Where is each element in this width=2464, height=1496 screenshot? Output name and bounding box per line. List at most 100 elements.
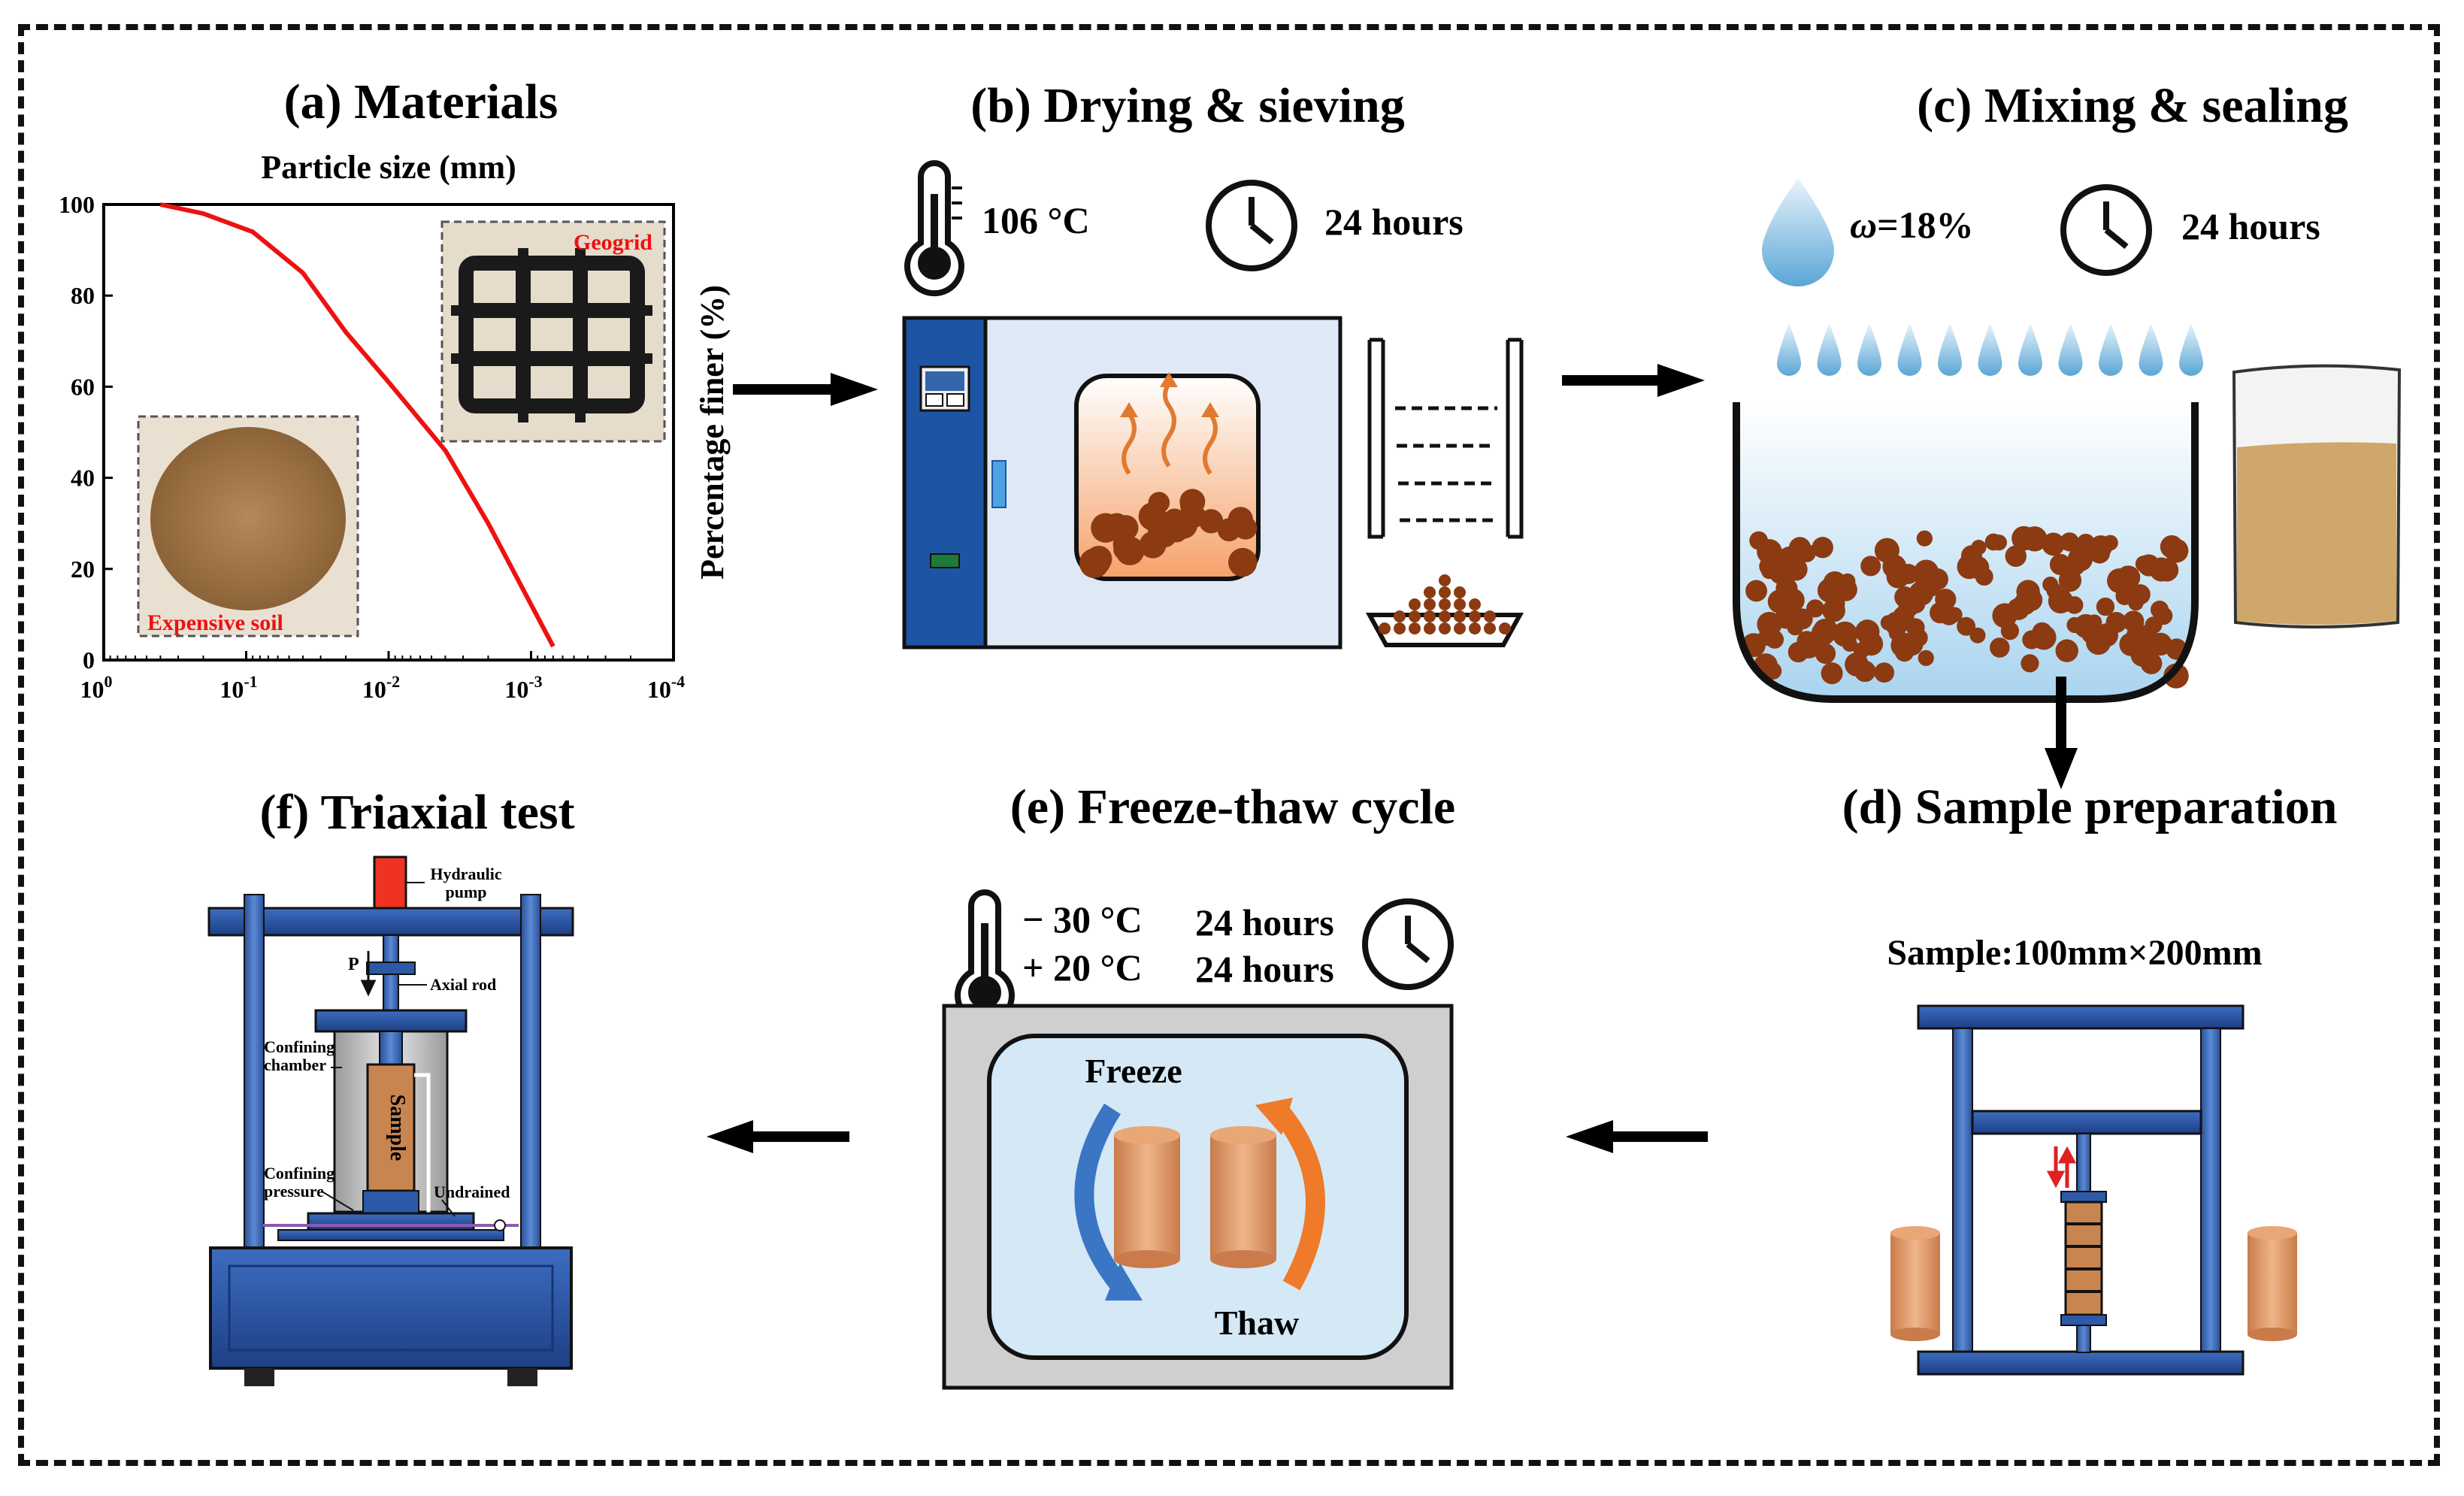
sample-size: Sample:100mm×200mm	[1887, 933, 2262, 973]
soil-particle	[2163, 663, 2189, 689]
load-label: P	[348, 955, 359, 974]
soil-photo: Expensive soil	[137, 415, 359, 637]
water-drop-icon	[1857, 323, 1881, 376]
soil-particle	[1439, 610, 1451, 622]
sample-cylinder-freeze	[1114, 1126, 1180, 1268]
soil-particle	[1969, 627, 1986, 644]
panel-title-f: (f) Triaxial test	[259, 785, 574, 840]
soil-particle	[2066, 616, 2083, 634]
soil-particle	[1469, 622, 1481, 634]
water-drop-icon	[1897, 323, 1922, 376]
x-tick-label: 10-2	[362, 672, 400, 703]
soil-particle	[1454, 586, 1466, 598]
soil-particle	[1749, 531, 1769, 550]
water-drop-icon	[1777, 323, 1801, 376]
soil-particle	[2049, 553, 2072, 576]
soil-particle	[2005, 545, 2027, 568]
panel-title-a: (a) Materials	[284, 74, 558, 129]
water-drop-icon	[2099, 323, 2123, 376]
y-tick-label: 0	[83, 647, 95, 674]
water-drop-icon	[2139, 323, 2163, 376]
soil-particle	[1087, 550, 1111, 574]
soil-particle	[1409, 610, 1421, 622]
geogrid-photo: Geogrid	[440, 220, 666, 443]
sample-cylinder-thaw	[1210, 1126, 1276, 1268]
y-tick-label: 20	[71, 556, 95, 583]
soil-particle	[1916, 530, 1933, 547]
soil-particle	[2160, 535, 2184, 559]
soil-particle	[1180, 494, 1203, 518]
soil-particle	[1859, 631, 1884, 656]
soil-particle	[1984, 533, 2002, 551]
soil-particle	[1775, 607, 1797, 629]
soil-particle	[1893, 606, 1915, 628]
soil-particle	[1424, 610, 1436, 622]
clock-icon	[2060, 184, 2152, 276]
soil-particle	[1833, 577, 1857, 601]
freeze-arrow-icon	[1074, 1103, 1143, 1301]
water-drop-icon	[1817, 323, 1842, 376]
soil-particle	[2123, 610, 2145, 632]
soil-particle	[1484, 610, 1496, 622]
soil-particle	[1409, 598, 1421, 610]
flow-arrow-b-c	[1562, 364, 1705, 397]
soil-particle	[2016, 580, 2040, 604]
sample-cylinder-left	[1890, 1226, 1940, 1341]
soil-particle	[1957, 616, 1976, 636]
geogrid-icon	[459, 256, 645, 413]
soil-particle	[1854, 660, 1876, 683]
soil-pile-icon	[150, 427, 346, 610]
soil-particle	[1115, 536, 1145, 565]
soil-particle	[1469, 610, 1481, 622]
thermometer-icon	[955, 889, 1015, 1026]
sample-label: Sample	[386, 1095, 409, 1161]
soil-particle	[1939, 605, 1959, 625]
chart-title: Particle size (mm)	[261, 149, 516, 186]
thaw-arrow-icon	[1255, 1098, 1325, 1291]
flow-arrow-c-d	[2045, 677, 2078, 789]
soil-particle	[2130, 584, 2151, 605]
soil-particle	[1439, 574, 1451, 586]
y-axis-label: Percentage finer (%)	[694, 285, 731, 580]
soil-particle	[1888, 625, 1906, 641]
soil-particle	[1812, 537, 1833, 559]
soil-particle	[2060, 532, 2079, 552]
moisture-content: ω=18%	[1850, 204, 1974, 246]
soil-particle	[2032, 622, 2053, 643]
soil-particle	[2007, 598, 2030, 620]
soil-particle	[1379, 622, 1391, 634]
panel-title-b: (b) Drying & sieving	[970, 78, 1405, 133]
load-arrows-icon	[2046, 1146, 2077, 1189]
y-tick-label: 80	[71, 282, 95, 309]
moisture-value: =18%	[1877, 204, 1974, 246]
oven-icon	[902, 316, 1342, 650]
gradation-chart: Particle size (mm) Geogrid	[59, 149, 731, 703]
freeze-thaw-chamber	[942, 1004, 1454, 1390]
water-drop-icon	[1978, 323, 2002, 376]
geogrid-label: Geogrid	[574, 230, 652, 255]
soil-particle	[1454, 610, 1466, 622]
soil-particle	[1499, 622, 1511, 634]
soil-particle	[1439, 598, 1451, 610]
water-drops-row	[1777, 323, 2203, 376]
soil-particle	[2149, 557, 2174, 582]
soil-particle	[1454, 622, 1466, 634]
compaction-frame-icon	[1917, 1004, 2245, 1376]
flow-arrow-d-e	[1566, 1120, 1708, 1153]
flow-arrow-a-b	[733, 373, 878, 406]
soil-particle	[1394, 610, 1406, 622]
flow-arrow-e-f	[707, 1120, 849, 1153]
sieve-icon	[1367, 338, 1524, 539]
dashed-border	[18, 24, 2440, 1466]
soil-particle	[1811, 621, 1836, 646]
soil-particle	[1454, 598, 1466, 610]
water-drop-icon	[1762, 178, 1834, 286]
y-tick-label: 100	[59, 191, 95, 218]
soil-particle	[1148, 492, 1170, 513]
soil-particle	[1227, 507, 1253, 532]
soil-particle	[1103, 513, 1130, 540]
curve-points	[160, 204, 553, 647]
soil-particle	[1874, 662, 1895, 683]
